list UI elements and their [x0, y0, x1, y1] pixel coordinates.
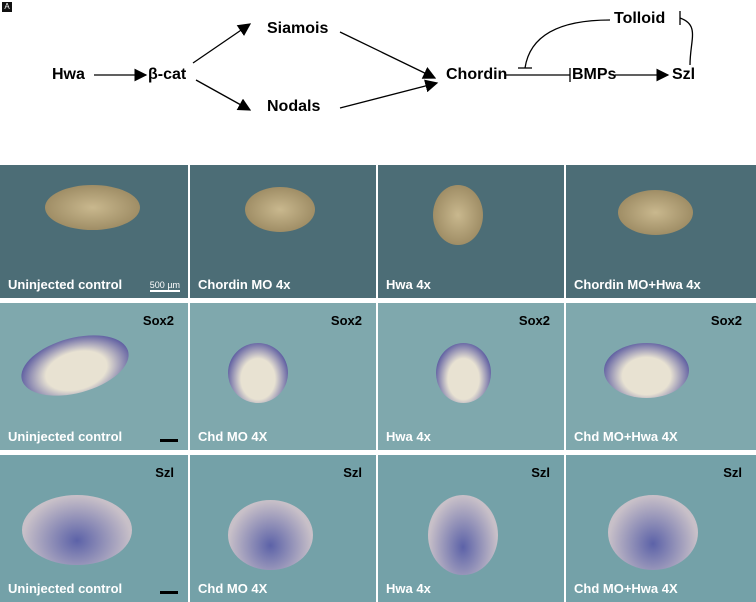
embryo-image — [14, 324, 136, 407]
embryo-panel: Uninjected control Sox2 — [0, 303, 188, 450]
node-hwa: Hwa — [52, 66, 85, 83]
node-chordin: Chordin — [446, 66, 508, 83]
embryo-image — [428, 495, 498, 575]
arrow-nodals-chordin — [339, 79, 439, 109]
embryo-image — [228, 500, 313, 570]
marker-label: Szl — [723, 465, 742, 480]
embryo-panel: Chd MO 4X Szl — [190, 455, 376, 602]
condition-label: Hwa 4x — [386, 429, 431, 444]
condition-label: Uninjected control — [8, 429, 123, 444]
inhibit-tolloid-chordin — [524, 19, 611, 69]
embryo-image — [22, 495, 132, 565]
embryo-image — [436, 343, 491, 403]
marker-label: Sox2 — [710, 313, 742, 328]
scale-bar-label: 500 µm — [149, 280, 180, 292]
node-tolloid: Tolloid — [614, 10, 666, 27]
arrow-bcat-nodals — [195, 79, 252, 111]
embryo-image — [608, 495, 698, 570]
condition-label: Chordin MO+Hwa 4x — [574, 277, 701, 292]
marker-label: Sox2 — [518, 313, 550, 328]
embryo-panel: Chd MO+Hwa 4X Szl — [566, 455, 756, 602]
arrow-siamois-chordin — [339, 31, 437, 79]
embryo-panel: Hwa 4x Sox2 — [378, 303, 564, 450]
scale-bar — [160, 439, 178, 442]
marker-label: Szl — [531, 465, 550, 480]
embryo-panel: Hwa 4x Szl — [378, 455, 564, 602]
node-beta-cat: β-cat — [148, 66, 187, 83]
condition-label: Hwa 4x — [386, 581, 431, 596]
condition-label: Chordin MO 4x — [198, 277, 291, 292]
condition-label: Hwa 4x — [386, 277, 431, 292]
condition-label: Chd MO+Hwa 4X — [574, 429, 678, 444]
embryo-image — [433, 185, 483, 245]
marker-label: Sox2 — [330, 313, 362, 328]
node-szl: Szl — [672, 66, 696, 83]
condition-label: Uninjected control — [8, 277, 123, 292]
embryo-image — [228, 343, 288, 403]
embryo-panel: Hwa 4x — [378, 165, 564, 298]
embryo-panel: Chordin MO+Hwa 4x — [566, 165, 756, 298]
marker-label: Szl — [155, 465, 174, 480]
embryo-panel: Chd MO 4X Sox2 — [190, 303, 376, 450]
arrow-bcat-siamois — [192, 23, 252, 64]
condition-label: Chd MO 4X — [198, 581, 268, 596]
marker-label: Szl — [343, 465, 362, 480]
szl-inhibit-tolloid — [679, 17, 694, 66]
condition-label: Chd MO+Hwa 4X — [574, 581, 678, 596]
panel-letter: A — [2, 2, 12, 12]
condition-label: Uninjected control — [8, 581, 123, 596]
node-bmps: BMPs — [572, 66, 617, 83]
embryo-image — [245, 187, 315, 232]
node-siamois: Siamois — [267, 20, 329, 37]
embryo-image — [618, 190, 693, 235]
embryo-panel: Chordin MO 4x — [190, 165, 376, 298]
scale-bar — [160, 591, 178, 594]
pathway-diagram — [94, 11, 694, 111]
condition-label: Chd MO 4X — [198, 429, 268, 444]
embryo-panel: Uninjected control 500 µm — [0, 165, 188, 298]
embryo-panel: Uninjected control Szl — [0, 455, 188, 602]
embryo-image — [604, 343, 689, 398]
node-nodals: Nodals — [267, 98, 321, 115]
marker-label: Sox2 — [142, 313, 174, 328]
embryo-panel: Chd MO+Hwa 4X Sox2 — [566, 303, 756, 450]
embryo-image — [45, 185, 140, 230]
